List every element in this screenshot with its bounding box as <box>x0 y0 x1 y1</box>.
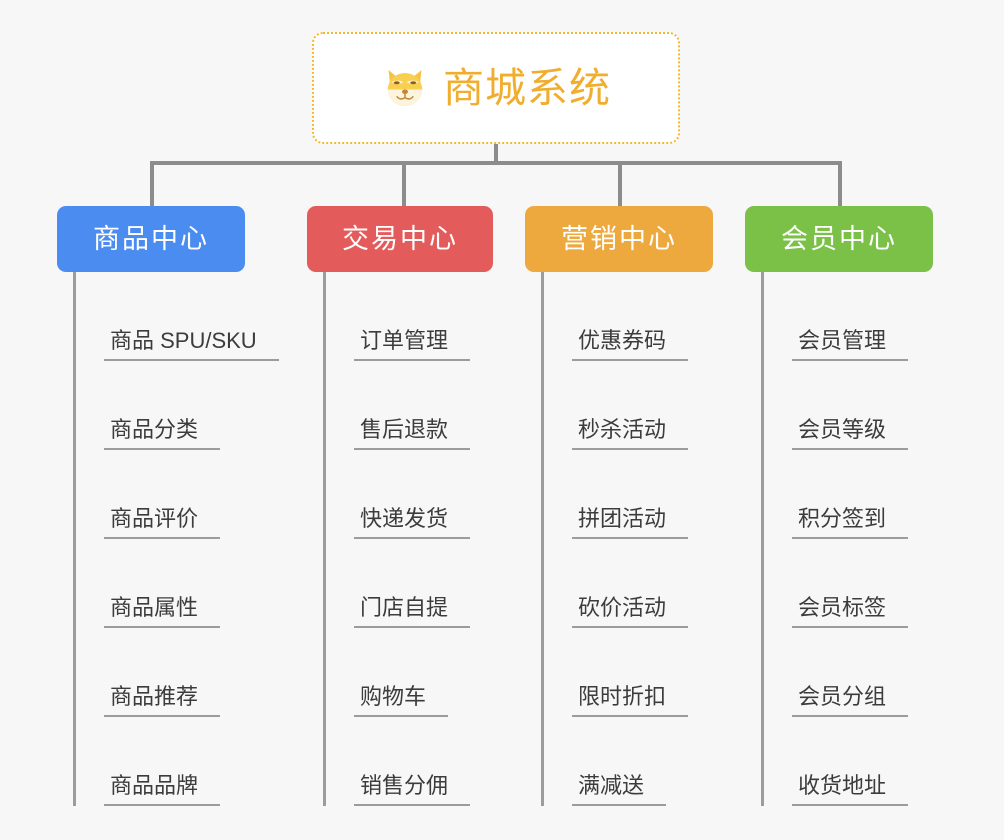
leaf-label: 收货地址 <box>792 773 909 806</box>
connector-bus <box>150 161 842 165</box>
category-label: 会员中心 <box>781 223 897 254</box>
leaf-label: 快递发货 <box>354 506 471 539</box>
leaf-label: 购物车 <box>354 684 449 717</box>
list-item[interactable]: 会员管理 <box>764 272 933 361</box>
list-item[interactable]: 会员标签 <box>764 539 933 628</box>
category-box-1[interactable]: 商品中心 <box>57 206 245 272</box>
list-item[interactable]: 门店自提 <box>326 539 493 628</box>
leaf-label: 商品评价 <box>104 506 221 539</box>
list-item[interactable]: 商品品牌 <box>76 717 279 806</box>
list-item[interactable]: 订单管理 <box>326 272 493 361</box>
leaf-label: 商品品牌 <box>104 773 221 806</box>
list-item[interactable]: 满减送 <box>544 717 713 806</box>
leaf-label: 售后退款 <box>354 417 471 450</box>
list-item[interactable]: 商品分类 <box>76 361 279 450</box>
list-item[interactable]: 秒杀活动 <box>544 361 713 450</box>
category-box-3[interactable]: 营销中心 <box>525 206 713 272</box>
leaf-label: 商品推荐 <box>104 684 221 717</box>
connector-drop-1 <box>150 161 154 208</box>
branch-column-3: 营销中心 优惠券码 秒杀活动 拼团活动 砍价活动 限时折扣 满减送 <box>525 206 713 806</box>
branch-column-4: 会员中心 会员管理 会员等级 积分签到 会员标签 会员分组 收货地址 <box>745 206 933 806</box>
leaf-list-2: 订单管理 售后退款 快递发货 门店自提 购物车 销售分佣 <box>323 272 493 806</box>
connector-drop-4 <box>838 161 842 208</box>
list-item[interactable]: 商品 SPU/SKU <box>76 272 279 361</box>
category-label: 商品中心 <box>93 223 209 254</box>
list-item[interactable]: 积分签到 <box>764 450 933 539</box>
list-item[interactable]: 商品属性 <box>76 539 279 628</box>
category-label: 营销中心 <box>561 223 677 254</box>
category-label: 交易中心 <box>342 223 458 254</box>
list-item[interactable]: 优惠券码 <box>544 272 713 361</box>
list-item[interactable]: 商品推荐 <box>76 628 279 717</box>
branch-column-1: 商品中心 商品 SPU/SKU 商品分类 商品评价 商品属性 商品推荐 商品品牌 <box>57 206 279 806</box>
list-item[interactable]: 售后退款 <box>326 361 493 450</box>
list-item[interactable]: 收货地址 <box>764 717 933 806</box>
list-item[interactable]: 砍价活动 <box>544 539 713 628</box>
leaf-list-1: 商品 SPU/SKU 商品分类 商品评价 商品属性 商品推荐 商品品牌 <box>73 272 279 806</box>
leaf-label: 限时折扣 <box>572 684 689 717</box>
leaf-label: 优惠券码 <box>572 328 689 361</box>
category-box-4[interactable]: 会员中心 <box>745 206 933 272</box>
list-item[interactable]: 商品评价 <box>76 450 279 539</box>
connector-drop-3 <box>618 161 622 208</box>
shiba-dog-icon <box>387 70 423 106</box>
leaf-label: 商品 SPU/SKU <box>104 328 279 361</box>
branch-column-2: 交易中心 订单管理 售后退款 快递发货 门店自提 购物车 销售分佣 <box>307 206 493 806</box>
leaf-label: 会员分组 <box>792 684 909 717</box>
category-box-2[interactable]: 交易中心 <box>307 206 493 272</box>
leaf-label: 门店自提 <box>354 595 471 628</box>
root-title: 商城系统 <box>443 64 611 111</box>
connector-drop-2 <box>402 161 406 208</box>
list-item[interactable]: 购物车 <box>326 628 493 717</box>
root-node[interactable]: 商城系统 <box>312 32 680 144</box>
leaf-list-4: 会员管理 会员等级 积分签到 会员标签 会员分组 收货地址 <box>761 272 933 806</box>
leaf-label: 商品分类 <box>104 417 221 450</box>
leaf-label: 秒杀活动 <box>572 417 689 450</box>
leaf-label: 积分签到 <box>792 506 909 539</box>
leaf-label: 砍价活动 <box>572 595 689 628</box>
leaf-label: 拼团活动 <box>572 506 689 539</box>
leaf-label: 销售分佣 <box>354 773 471 806</box>
list-item[interactable]: 限时折扣 <box>544 628 713 717</box>
leaf-label: 会员管理 <box>792 328 909 361</box>
leaf-list-3: 优惠券码 秒杀活动 拼团活动 砍价活动 限时折扣 满减送 <box>541 272 713 806</box>
leaf-label: 商品属性 <box>104 595 221 628</box>
leaf-label: 会员等级 <box>792 417 909 450</box>
leaf-label: 满减送 <box>572 773 667 806</box>
list-item[interactable]: 快递发货 <box>326 450 493 539</box>
list-item[interactable]: 会员等级 <box>764 361 933 450</box>
list-item[interactable]: 销售分佣 <box>326 717 493 806</box>
list-item[interactable]: 会员分组 <box>764 628 933 717</box>
list-item[interactable]: 拼团活动 <box>544 450 713 539</box>
leaf-label: 会员标签 <box>792 595 909 628</box>
connector-stem <box>494 144 498 165</box>
leaf-label: 订单管理 <box>354 328 471 361</box>
